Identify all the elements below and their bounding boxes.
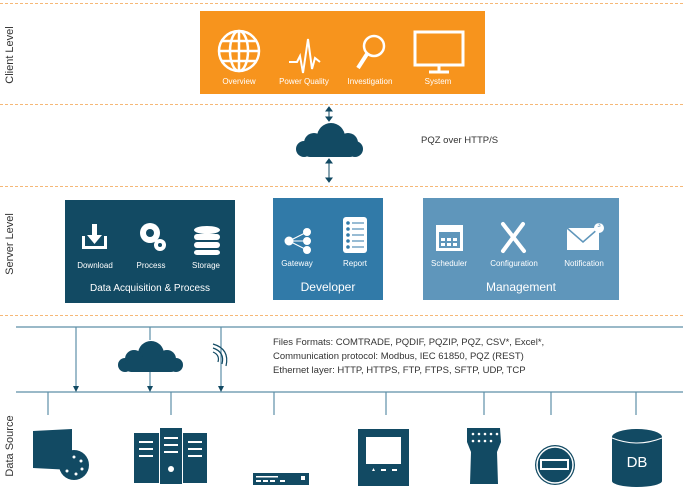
sensor-device-icon — [33, 429, 89, 480]
divider — [0, 3, 683, 4]
gears-icon — [140, 223, 166, 251]
file-formats-text: Files Formats: COMTRADE, PQDIF, PQZIP, P… — [273, 337, 545, 348]
report-label: Report — [342, 259, 367, 268]
download-label: Download — [77, 261, 113, 270]
process-label: Process — [136, 261, 166, 270]
server-level-label: Server Level — [4, 213, 16, 275]
report-icon — [343, 217, 367, 253]
developer-title: Developer — [300, 280, 356, 294]
acquisition-title: Data Acquisition & Process — [89, 283, 211, 294]
wireless-icon — [212, 343, 228, 367]
divider — [0, 186, 683, 187]
data-source-label: Data Source — [4, 415, 16, 477]
power-quality-label: Power Quality — [279, 77, 329, 86]
transport-label: PQZ over HTTP/S — [421, 135, 499, 146]
meter-icon — [535, 445, 575, 485]
mail-icon — [566, 223, 604, 250]
scheduler-label: Scheduler — [430, 259, 468, 268]
network-switch-icon — [253, 473, 309, 485]
configuration-label: Configuration — [490, 259, 538, 268]
client-panel: Overview Power Quality Investigation Sys… — [200, 11, 485, 94]
divider — [0, 315, 683, 316]
tools-icon — [501, 222, 526, 253]
bidirectional-arrow-icon — [325, 106, 333, 183]
investigation-label: Investigation — [347, 77, 393, 86]
management-title: Management — [485, 280, 557, 294]
management-icons — [436, 222, 604, 253]
overview-label: Overview — [222, 77, 256, 86]
data-acquisition-panel: Download Process Storage Data Acquisitio… — [65, 200, 235, 303]
ethernet-text: Ethernet layer: HTTP, HTTPS, FTP, FTPS, … — [273, 365, 526, 376]
globe-icon — [217, 29, 261, 73]
management-panel: Scheduler Configuration Notification 3 M… — [423, 198, 619, 300]
share-icon — [284, 228, 311, 254]
notification-label: Notification — [564, 259, 604, 268]
cloud-icon — [118, 341, 183, 372]
storage-icon — [194, 226, 220, 255]
protocol-text: Communication protocol: Modbus, IEC 6185… — [273, 351, 524, 362]
down-arrow-icons — [73, 386, 224, 392]
acquisition-icons — [82, 223, 220, 255]
client-level-label: Client Level — [4, 26, 16, 84]
power-meter-icon — [358, 429, 409, 486]
cloud-icon — [296, 123, 363, 157]
system-label: System — [424, 77, 452, 86]
storage-label: Storage — [191, 261, 221, 270]
client-icons — [217, 29, 465, 74]
developer-panel: Gateway Report Developer — [273, 198, 383, 300]
gateway-label: Gateway — [281, 259, 313, 268]
calendar-icon — [436, 225, 463, 251]
divider — [0, 104, 683, 105]
monitor-icon — [413, 30, 465, 74]
portable-analyzer-icon — [467, 428, 501, 484]
db-label: DB — [626, 454, 648, 471]
notification-badge: 3 — [597, 223, 601, 229]
developer-icons — [284, 217, 367, 254]
server-rack-icon — [134, 428, 207, 484]
magnifier-icon — [356, 34, 386, 70]
pulse-icon — [289, 38, 321, 74]
download-icon — [82, 224, 107, 249]
